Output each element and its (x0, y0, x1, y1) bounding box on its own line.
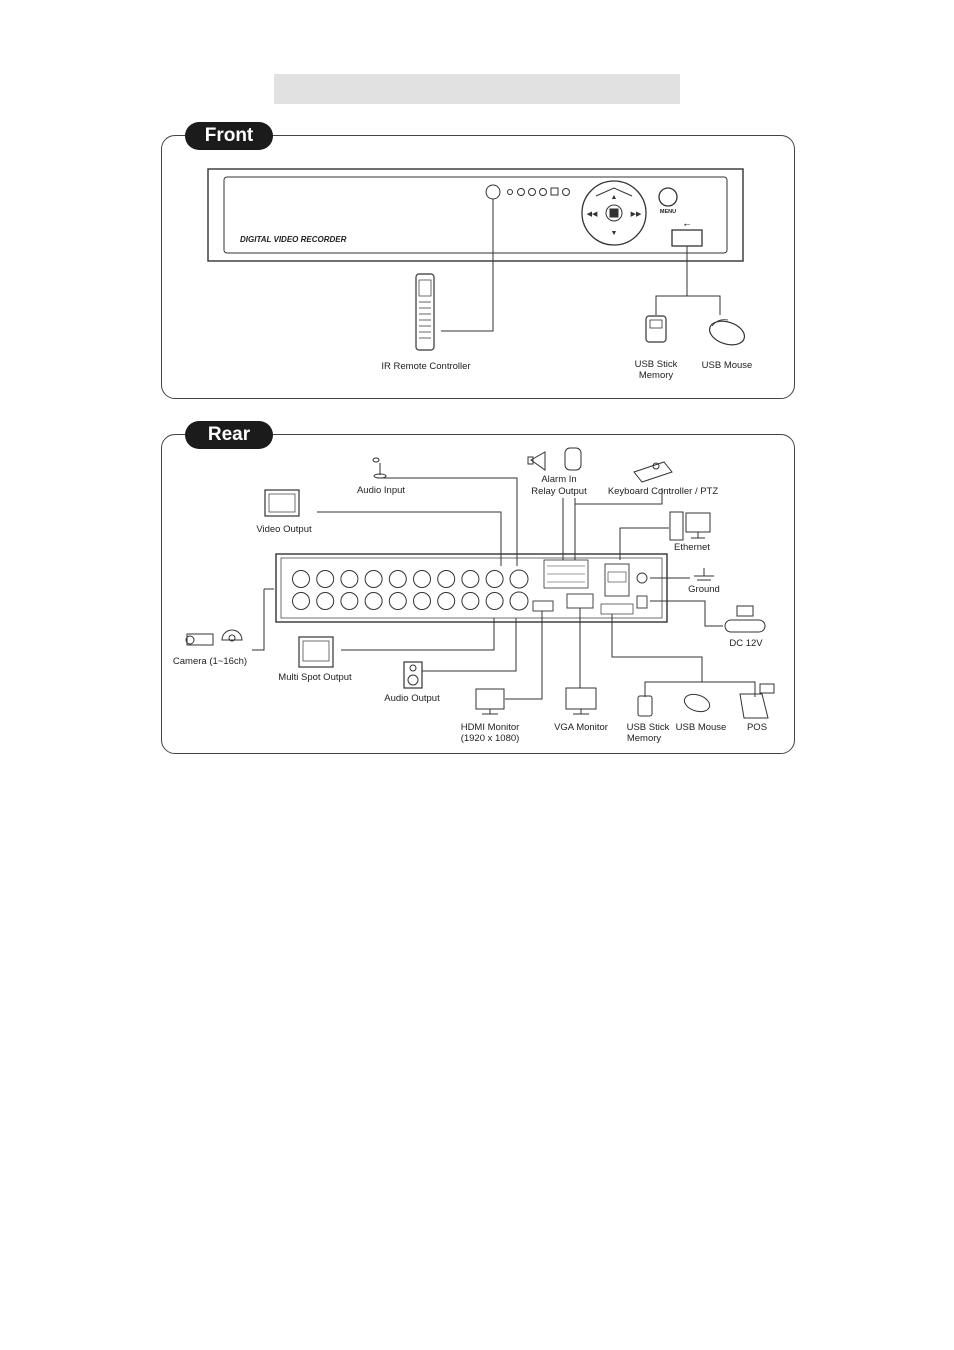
rear-panel (161, 434, 795, 754)
usb-stick-label-front-2: Memory (638, 370, 674, 381)
pos-terminal-icon (739, 683, 775, 719)
usb-mouse-label-rear: USB Mouse (675, 722, 727, 733)
vga-monitor-icon (565, 687, 597, 715)
audio-output-label: Audio Output (384, 693, 440, 704)
usb-mouse-icon (708, 319, 746, 346)
sensor-icon (564, 447, 582, 471)
keyboard-ptz-label: Keyboard Controller / PTZ (607, 486, 719, 497)
bnc-connector-icon (437, 570, 456, 588)
front-panel (161, 135, 795, 399)
dvr-rear-unit (275, 553, 668, 623)
navigation-pad-icon: ▲ ▼ ◀◀ ▶▶ (581, 180, 647, 246)
alarm-in-label: Alarm In (541, 474, 577, 485)
bnc-connector-icon (461, 570, 480, 588)
bnc-connector-icon (461, 592, 480, 610)
speaker-icon (403, 661, 423, 689)
ir-remote-label: IR Remote Controller (381, 361, 471, 372)
svg-text:⭠: ⭠ (684, 220, 691, 229)
ethernet-label: Ethernet (674, 542, 710, 553)
bnc-camera-inputs (292, 570, 504, 610)
menu-button-icon (658, 187, 678, 207)
bnc-connector-icon (340, 570, 359, 588)
front-tab: Front (185, 122, 273, 150)
ground-icon (694, 568, 714, 581)
ethernet-pc-icon (669, 511, 711, 541)
svg-text:▲: ▲ (611, 194, 618, 201)
bnc-connector-icon (485, 570, 504, 588)
keyboard-controller-icon (633, 461, 673, 483)
usb-stick-label-rear-1: USB Stick (626, 722, 670, 733)
bnc-connector-icon (388, 592, 407, 610)
bnc-connector-icon (292, 570, 310, 588)
svg-text:◀◀: ◀◀ (587, 211, 598, 218)
pos-label: POS (746, 722, 768, 733)
svg-text:▼: ▼ (611, 230, 618, 237)
video-monitor-icon (264, 489, 300, 517)
page-title-bar (274, 74, 680, 104)
bnc-connector-icon (316, 592, 335, 610)
bnc-connector-icon (485, 592, 504, 610)
siren-icon (527, 451, 546, 471)
microphone-icon (372, 457, 387, 479)
usb-stick-label-rear-2: Memory (626, 733, 662, 744)
vga-monitor-label: VGA Monitor (554, 722, 608, 733)
usb-stick-icon (645, 315, 667, 343)
camera-icon (185, 629, 243, 646)
bnc-connector-icon (340, 592, 359, 610)
front-brand-text: DIGITAL VIDEO RECORDER (240, 235, 347, 244)
svg-text:▶▶: ▶▶ (631, 211, 642, 218)
bnc-connector-icon (413, 592, 431, 610)
bnc-connector-icon (437, 592, 456, 610)
ir-remote-icon (415, 273, 435, 351)
dc12v-label: DC 12V (729, 638, 763, 649)
bnc-connector-icon (364, 592, 383, 610)
usb-stick-icon-rear (637, 695, 653, 717)
hdmi-monitor-label-1: HDMI Monitor (460, 722, 520, 733)
rear-tab: Rear (185, 421, 273, 449)
audio-input-label: Audio Input (356, 485, 406, 496)
bnc-connector-icon (388, 570, 407, 588)
usb-mouse-icon-rear (683, 693, 711, 713)
camera-label: Camera (1~16ch) (172, 656, 248, 667)
dvr-front-unit: ▲ ▼ ◀◀ ▶▶ ⭠ (207, 168, 744, 262)
power-adapter-icon (724, 605, 766, 633)
hdmi-monitor-label-2: (1920 x 1080) (460, 733, 520, 744)
hdmi-monitor-icon (475, 688, 505, 715)
video-output-label: Video Output (256, 524, 312, 535)
bnc-connector-icon (364, 570, 383, 588)
bnc-connector-icon (292, 592, 310, 610)
spot-monitor-icon (298, 636, 334, 668)
bnc-connector-icon (413, 570, 431, 588)
relay-output-label: Relay Output (531, 486, 587, 497)
multi-spot-label: Multi Spot Output (278, 672, 352, 683)
usb-stick-label-front-1: USB Stick (634, 359, 678, 370)
menu-label: MENU (660, 209, 676, 215)
ground-label: Ground (688, 584, 720, 595)
status-led-icons (507, 187, 570, 196)
bnc-connector-icon (316, 570, 335, 588)
usb-port-icon (671, 229, 703, 247)
usb-mouse-label-front: USB Mouse (701, 360, 753, 371)
